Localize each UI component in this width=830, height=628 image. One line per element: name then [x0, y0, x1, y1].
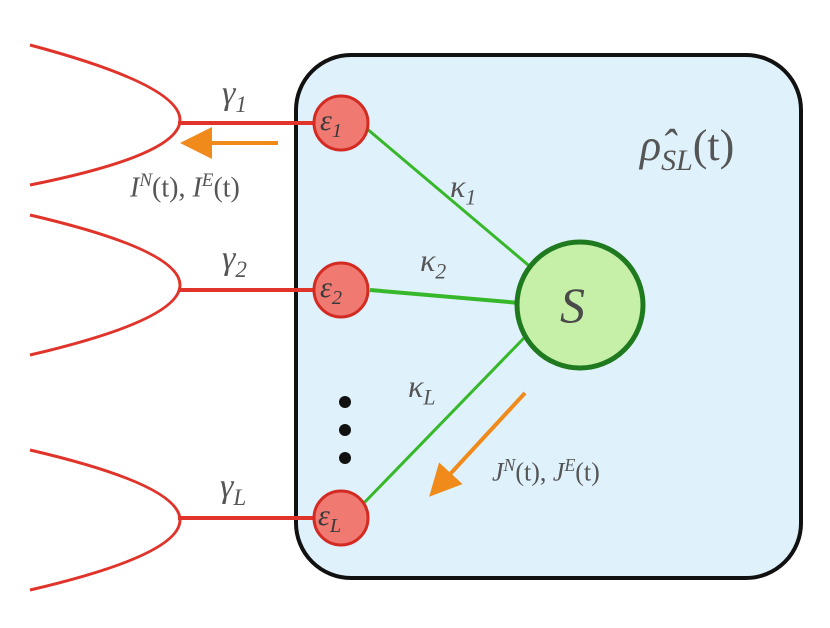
system-current-arrow — [429, 391, 527, 497]
lead-node-1-label: ε1 — [320, 104, 343, 142]
kappa-line-2 — [369, 288, 521, 305]
density-matrix-label: ρ̂SL(t) — [640, 121, 735, 177]
lead-node-2-label: ε2 — [320, 271, 343, 309]
gamma-2-label: γ2 — [222, 240, 247, 283]
gamma-1-label: γ1 — [222, 75, 247, 118]
lead-node-1 — [312, 94, 370, 152]
reservoir-L — [29, 448, 182, 592]
lead-node-2 — [312, 261, 370, 319]
system-node — [514, 239, 646, 371]
system-current-label: JN(t), JE(t) — [492, 455, 600, 487]
gamma-L-label: γL — [220, 468, 247, 511]
reservoir-1 — [29, 43, 182, 187]
ellipsis-dot-2 — [339, 424, 351, 436]
ellipsis-dot-1 — [339, 396, 351, 408]
ellipsis-dot-3 — [339, 452, 351, 464]
reservoir-2 — [29, 213, 182, 357]
kappa-1-label: κ1 — [450, 168, 477, 210]
lead-node-L-label: εL — [318, 499, 342, 537]
kappa-2-label: κ2 — [420, 242, 447, 284]
kappa-line-L — [360, 336, 526, 507]
lead-current-label: IN(t), IE(t) — [130, 170, 240, 204]
lead-node-L — [312, 489, 370, 547]
kappa-L-label: κL — [408, 368, 436, 410]
system-node-label: S — [560, 277, 585, 333]
kappa-line-1 — [365, 126, 541, 277]
